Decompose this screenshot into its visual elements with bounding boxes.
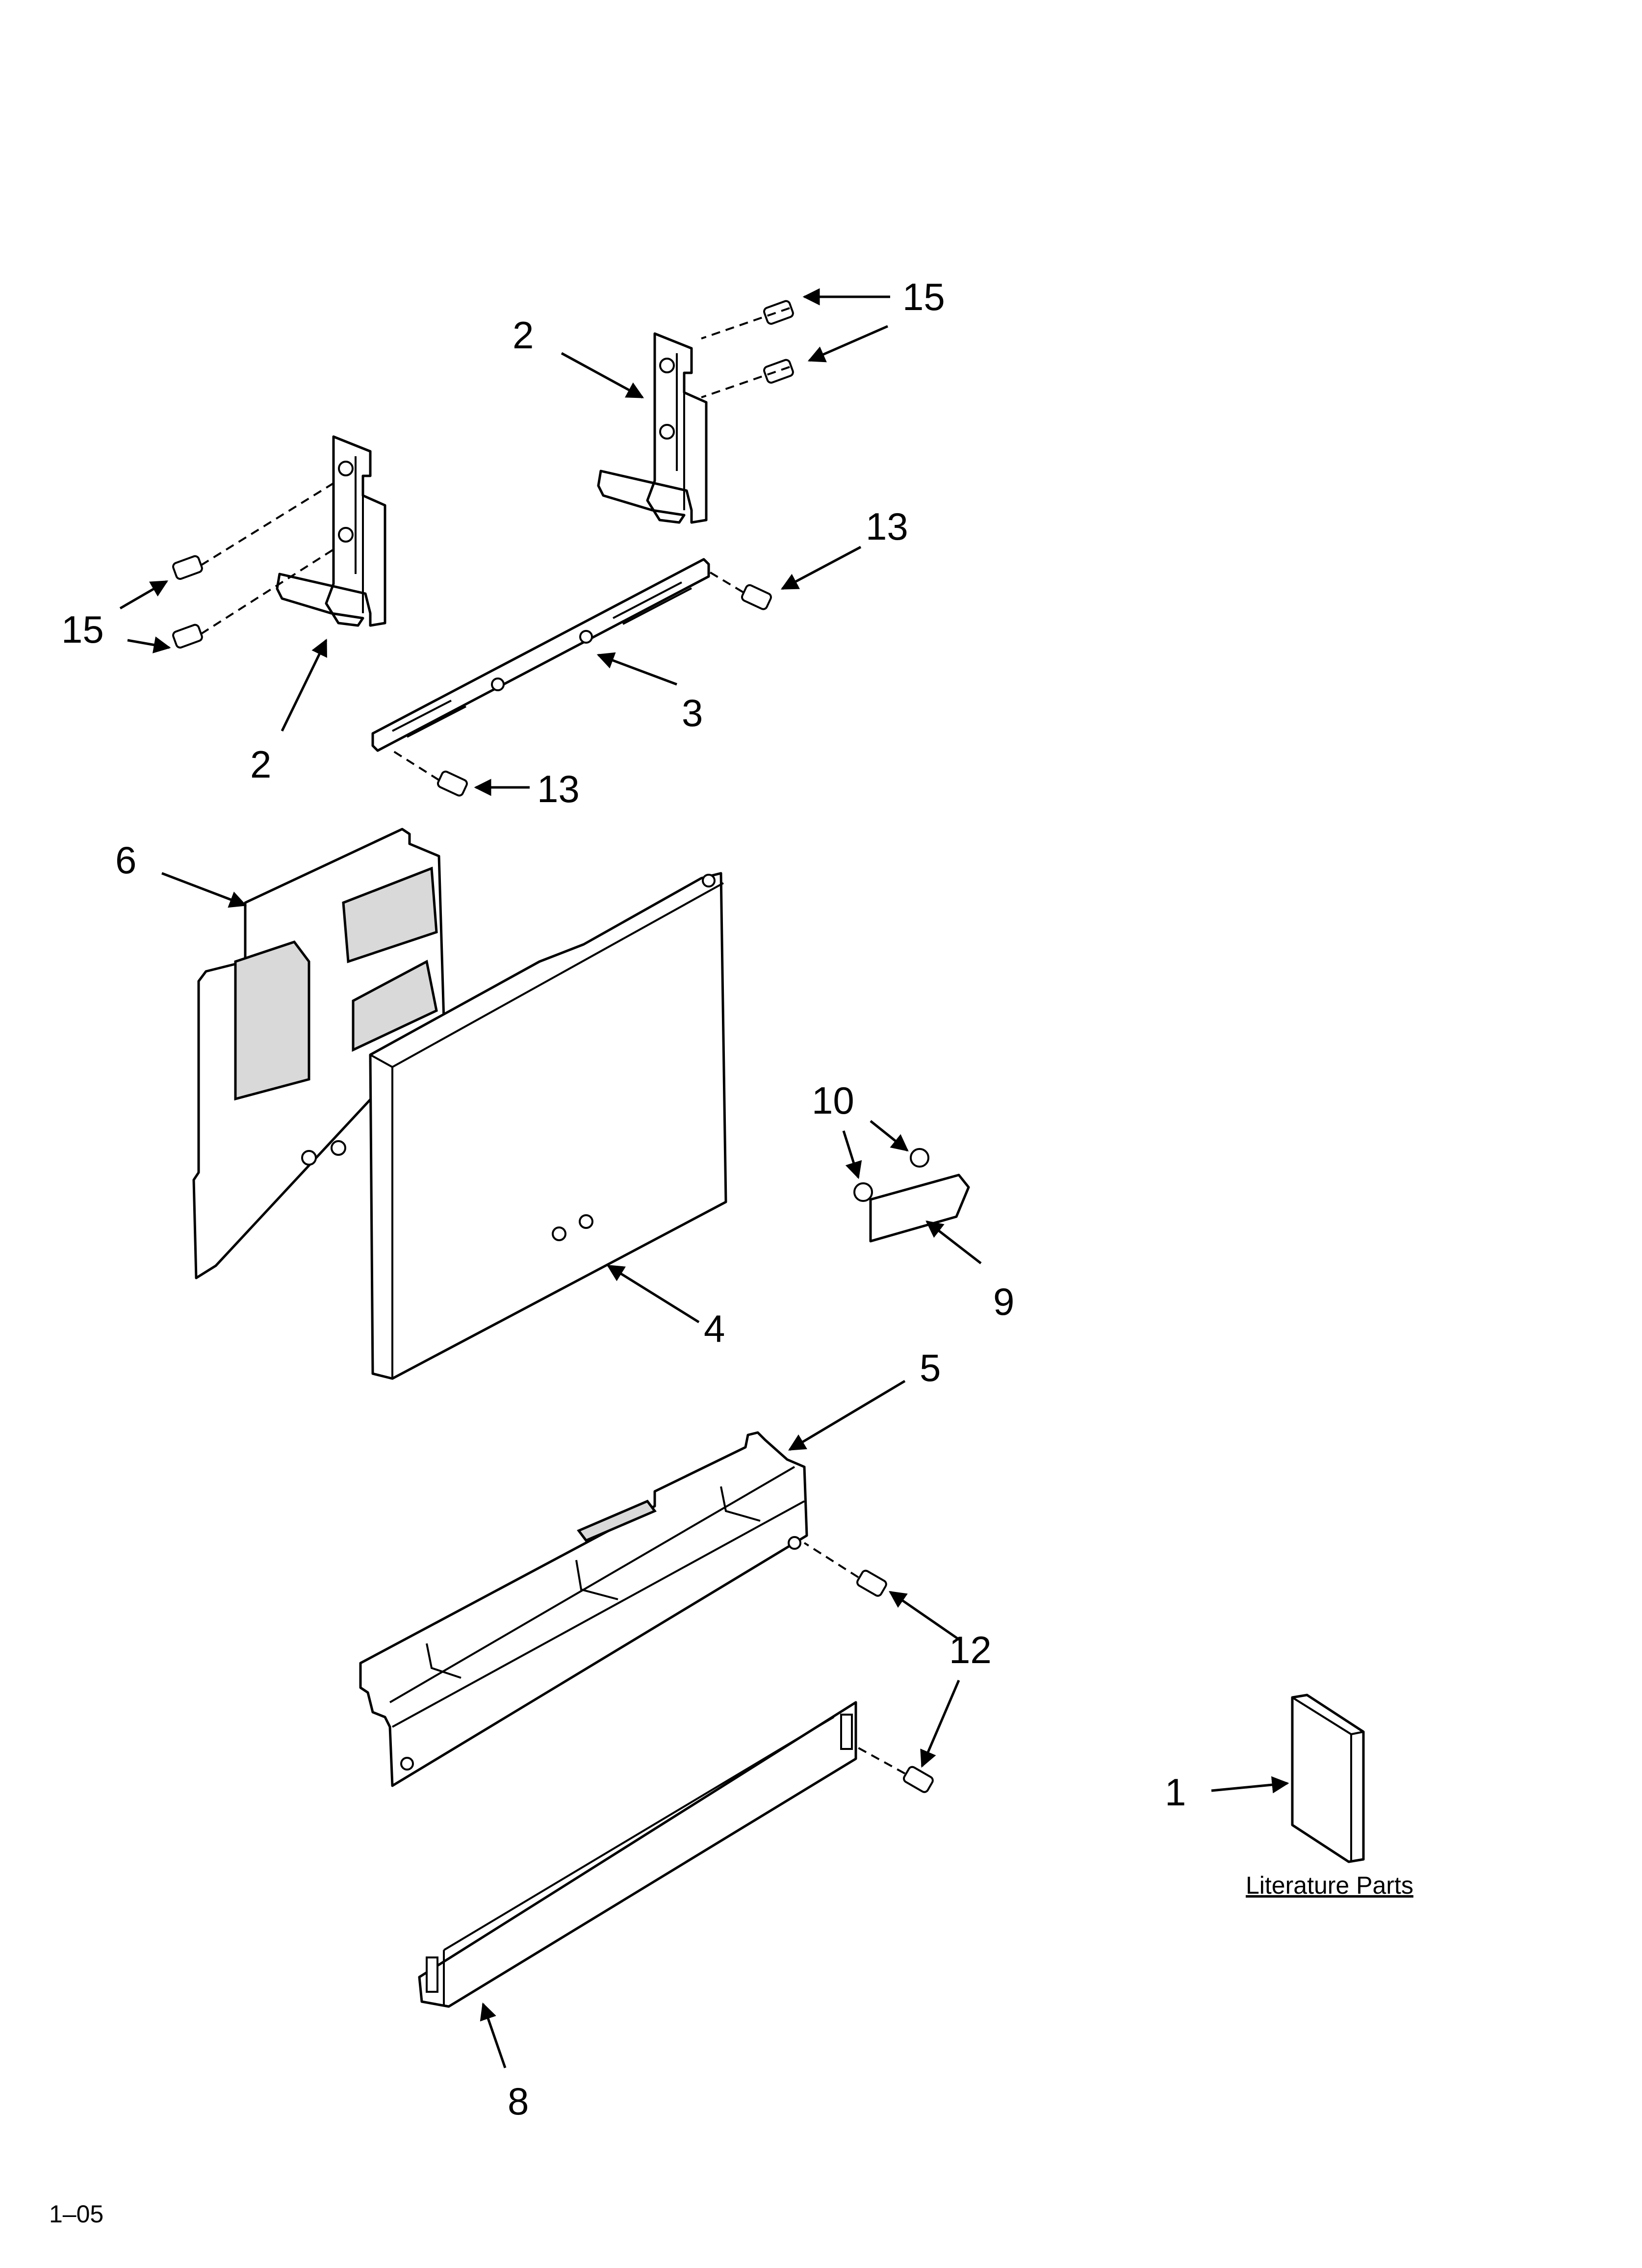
callout-9: 9 <box>993 1280 1014 1323</box>
callout-2-top: 2 <box>513 313 534 357</box>
screw-15-d <box>172 624 203 649</box>
nut-10-b <box>910 1148 929 1168</box>
handle-9 <box>869 1173 970 1243</box>
callout-2-bottom: 2 <box>250 743 271 786</box>
literature-parts-label: Literature Parts <box>1246 1872 1413 1899</box>
nut-10-a <box>853 1182 873 1202</box>
screw-13-a <box>741 584 772 610</box>
callout-13-bottom: 13 <box>537 767 580 810</box>
toe-bracket-5 <box>359 1431 808 1787</box>
toe-kick-8 <box>418 1701 857 2008</box>
screw-13-b <box>436 770 468 797</box>
screw-15-c <box>172 555 203 580</box>
screw-15-b <box>763 359 794 384</box>
screw-15-a <box>763 300 794 325</box>
screw-12-b <box>903 1766 934 1793</box>
inner-panel-6 <box>192 828 445 1279</box>
callout-3: 3 <box>682 691 703 734</box>
callout-15-top: 15 <box>902 275 945 318</box>
callout-15-left: 15 <box>61 608 104 651</box>
footer-code: 1–05 <box>49 2200 103 2228</box>
callout-8: 8 <box>508 2080 529 2123</box>
callout-6: 6 <box>115 838 136 882</box>
callout-1: 1 <box>1165 1771 1186 1814</box>
rail-3 <box>371 558 710 752</box>
callout-5: 5 <box>920 1346 941 1389</box>
callout-12: 12 <box>949 1628 992 1671</box>
callout-10: 10 <box>812 1079 854 1122</box>
bracket-2-left <box>276 435 386 627</box>
door-panel-4 <box>369 872 727 1380</box>
screw-12-a <box>856 1569 887 1597</box>
callout-13-top: 13 <box>866 505 908 548</box>
callout-4: 4 <box>704 1307 725 1350</box>
literature-1 <box>1291 1694 1365 1863</box>
bracket-2-right <box>597 332 708 524</box>
